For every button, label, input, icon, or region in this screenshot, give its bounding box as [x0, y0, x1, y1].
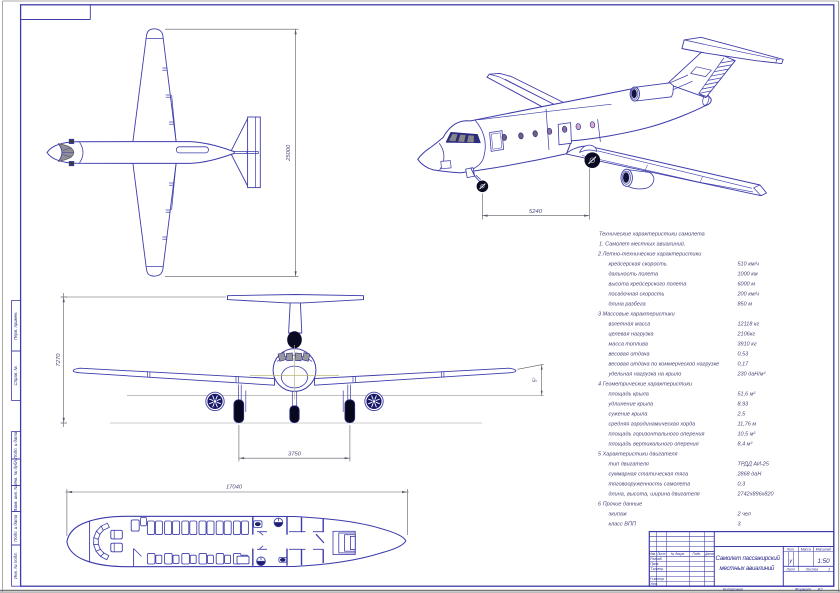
svg-text:Утв.: Утв.: [650, 582, 658, 586]
svg-text:2868 даН: 2868 даН: [737, 472, 762, 478]
svg-text:7270: 7270: [56, 353, 62, 367]
svg-text:ТРДД АИ-25: ТРДД АИ-25: [738, 462, 770, 468]
svg-text:4 Геометрические характеристик: 4 Геометрические характеристики: [598, 382, 692, 388]
svg-text:1: 1: [828, 568, 830, 572]
svg-text:площадь вертикального оперения: площадь вертикального оперения: [609, 442, 699, 448]
svg-text:17040: 17040: [226, 485, 243, 491]
svg-text:площадь крыла: площадь крыла: [609, 392, 649, 398]
svg-text:2742х896х820: 2742х896х820: [737, 492, 775, 498]
svg-text:А2: А2: [817, 587, 824, 592]
svg-text:Разраб.: Разраб.: [650, 557, 662, 561]
svg-text:1:50: 1:50: [817, 558, 830, 565]
svg-text:Технические характеристики сам: Технические характеристики самолета: [599, 232, 705, 238]
svg-text:0,53: 0,53: [738, 352, 750, 358]
svg-text:удельная нагрузка на крыло: удельная нагрузка на крыло: [608, 372, 682, 378]
svg-text:класс ВПП: класс ВПП: [609, 522, 636, 528]
svg-text:51,6 м²: 51,6 м²: [738, 392, 756, 398]
svg-text:весовая отдача по коммерческой: весовая отдача по коммерческой нагрузке: [609, 361, 720, 368]
svg-text:12118 кг: 12118 кг: [738, 322, 760, 328]
svg-text:2106кг: 2106кг: [737, 332, 756, 338]
svg-text:5240: 5240: [529, 209, 543, 215]
svg-text:весовая отдача: весовая отдача: [609, 352, 650, 358]
svg-text:Н.контр.: Н.контр.: [650, 577, 664, 581]
svg-text:Самолет пассажирский: Самолет пассажирский: [716, 555, 781, 562]
svg-text:крейсерская скорость: крейсерская скорость: [609, 261, 667, 268]
svg-text:целевая нагрузка: целевая нагрузка: [609, 332, 654, 338]
svg-text:2 чел: 2 чел: [737, 512, 751, 518]
svg-text:Т.контр.: Т.контр.: [650, 567, 664, 571]
svg-text:№ докум.: № докум.: [671, 552, 685, 556]
svg-text:Перв. примен.: Перв. примен.: [13, 311, 18, 340]
svg-text:3: 3: [738, 522, 742, 528]
svg-text:2,5: 2,5: [737, 412, 747, 418]
svg-text:суммарная статическая тяга: суммарная статическая тяга: [609, 472, 689, 478]
svg-text:1000 км: 1000 км: [738, 272, 758, 278]
svg-text:25000: 25000: [286, 144, 292, 162]
svg-text:8,93: 8,93: [738, 402, 750, 408]
svg-text:Лит.: Лит.: [786, 548, 795, 552]
svg-text:Подп.: Подп.: [693, 552, 702, 556]
svg-text:Изм.: Изм.: [649, 552, 656, 556]
svg-text:6000 м: 6000 м: [738, 282, 756, 288]
svg-text:5°: 5°: [533, 376, 539, 382]
svg-text:длина разбега: длина разбега: [609, 302, 646, 308]
svg-text:дальность полета: дальность полета: [609, 272, 659, 278]
svg-text:масса топлива: масса топлива: [609, 342, 649, 348]
svg-text:сужение крыла: сужение крыла: [609, 412, 648, 418]
svg-text:Справ. №: Справ. №: [13, 366, 18, 386]
svg-text:Лист: Лист: [786, 568, 796, 572]
svg-text:850 м: 850 м: [738, 302, 753, 308]
svg-text:Копировал: Копировал: [723, 587, 744, 592]
svg-text:экипаж: экипаж: [609, 512, 627, 518]
svg-text:200 км/ч: 200 км/ч: [737, 292, 760, 298]
svg-text:510 км/ч: 510 км/ч: [738, 262, 760, 268]
svg-text:Подп. и дата: Подп. и дата: [13, 514, 18, 542]
svg-text:Лист: Лист: [656, 552, 666, 556]
svg-text:Взам. инв. №: Взам. инв. №: [13, 485, 18, 512]
svg-text:Подп. и дата: Подп. и дата: [13, 431, 18, 459]
svg-text:Пров.: Пров.: [650, 562, 659, 566]
svg-text:удлинение крыла: удлинение крыла: [608, 402, 654, 408]
svg-text:длина, высота, ширина двигател: длина, высота, ширина двигателя: [609, 492, 700, 498]
svg-text:6 Прочие данные: 6 Прочие данные: [598, 502, 642, 508]
svg-text:0,3: 0,3: [738, 482, 747, 488]
svg-text:3910 кг: 3910 кг: [738, 342, 757, 348]
svg-text:местных авиалиний: местных авиалиний: [720, 565, 775, 572]
svg-text:Инв. № дубл.: Инв. № дубл.: [13, 459, 18, 485]
svg-text:2 Летно-технические характерис: 2 Летно-технические характеристики: [597, 252, 701, 258]
svg-text:Инв. № подл.: Инв. № подл.: [13, 552, 18, 579]
svg-text:11,76 м: 11,76 м: [738, 422, 757, 428]
svg-text:Формат: Формат: [795, 587, 812, 592]
svg-text:3 Массовые характеристики: 3 Массовые характеристики: [598, 312, 675, 318]
svg-text:230 даН/м²: 230 даН/м²: [737, 372, 766, 378]
svg-text:0,17: 0,17: [738, 362, 750, 368]
svg-text:Масса: Масса: [801, 548, 811, 552]
svg-text:средняя аэродинамическая хорда: средняя аэродинамическая хорда: [609, 422, 696, 428]
svg-text:Листов: Листов: [805, 568, 818, 572]
svg-text:взлетная масса: взлетная масса: [609, 322, 651, 328]
svg-text:посадочная скорость: посадочная скорость: [609, 292, 665, 298]
svg-text:10,5 м²: 10,5 м²: [738, 432, 756, 438]
svg-text:высота крейсерского полета: высота крейсерского полета: [609, 281, 687, 288]
svg-text:1. Самолет местных авиалиний.: 1. Самолет местных авиалиний.: [599, 241, 685, 248]
svg-text:8,4 м²: 8,4 м²: [738, 442, 753, 448]
svg-text:3750: 3750: [288, 451, 302, 457]
svg-text:площадь горизонтального оперен: площадь горизонтального оперения: [609, 432, 705, 438]
svg-text:у: у: [788, 559, 793, 565]
svg-text:тип двигателя: тип двигателя: [609, 462, 649, 468]
svg-text:тяговооруженность самолета: тяговооруженность самолета: [609, 482, 691, 488]
svg-text:Масштаб: Масштаб: [816, 548, 832, 552]
svg-text:5 Характеристики двигателя: 5 Характеристики двигателя: [598, 452, 678, 458]
svg-text:Дата: Дата: [704, 552, 714, 556]
